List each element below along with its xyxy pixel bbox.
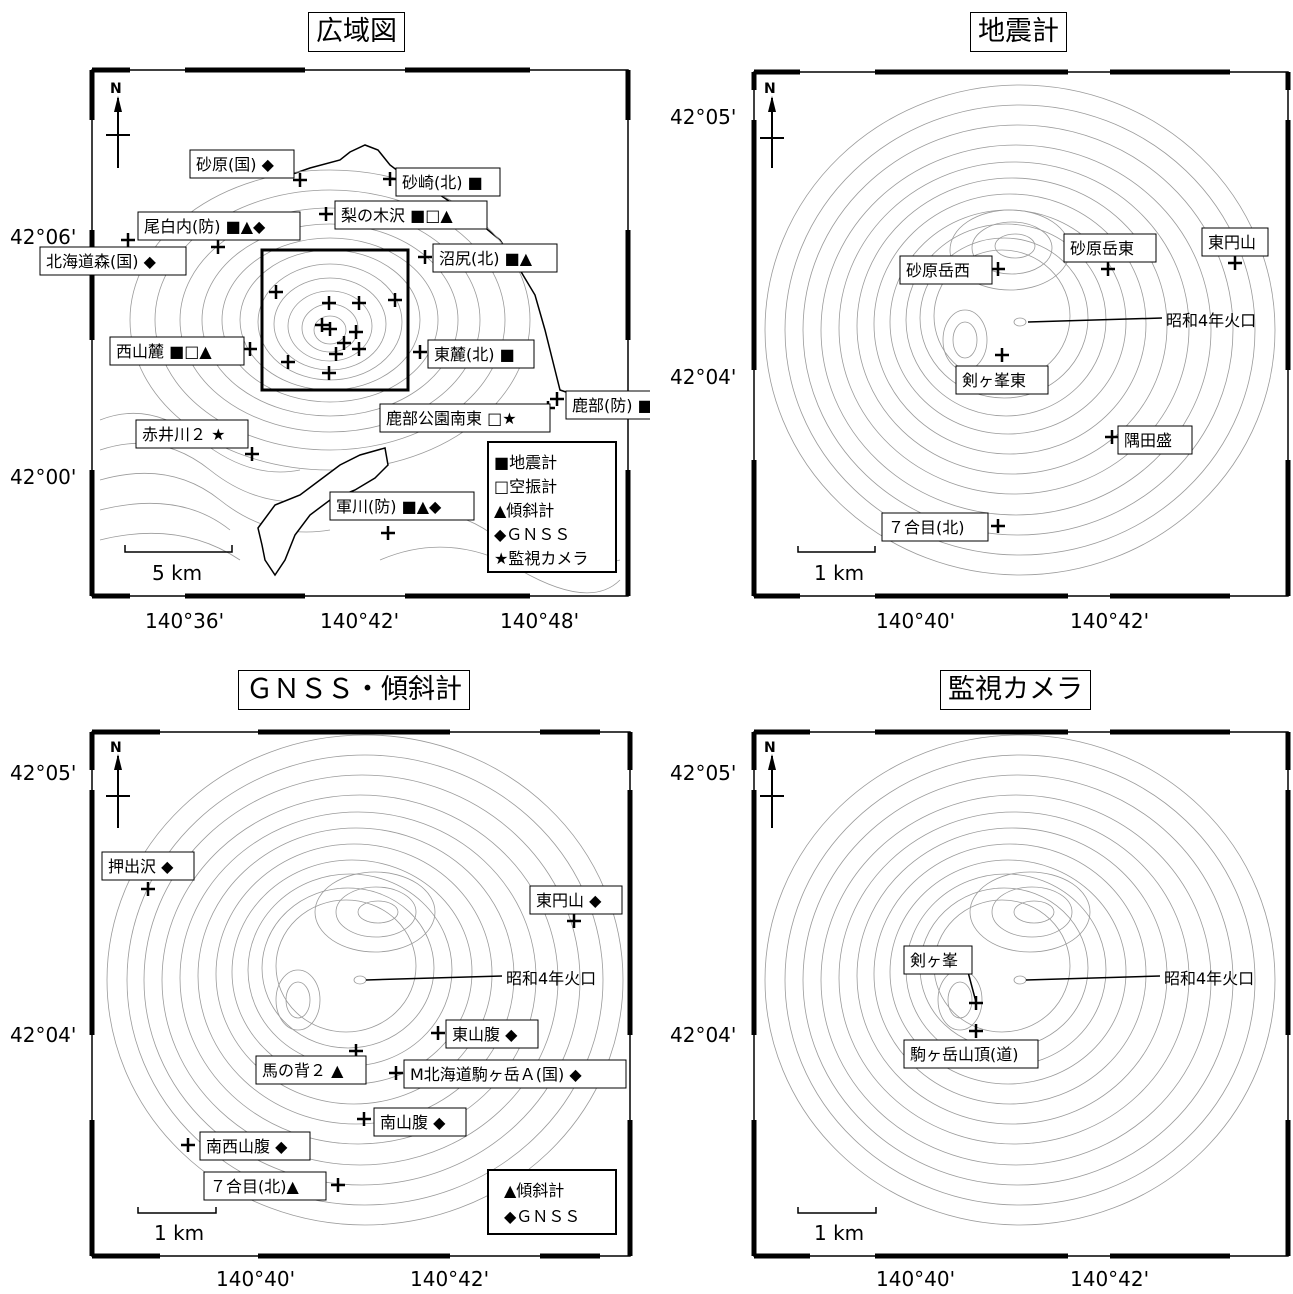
terrain-contours [764,734,1276,1226]
scale-bar-label: 5 km [152,561,202,585]
station-label: 馬の背２ ▲ [262,1061,344,1080]
station-label: 梨の木沢 ■□▲ [341,206,453,225]
lat-label: 42°04' [10,1023,76,1047]
crater-label: 昭和4年火口 [1166,311,1256,330]
legend: ▲傾斜計 ◆ＧＮＳＳ [487,1169,617,1235]
station-label: 砂崎(北) ■ [402,173,483,192]
legend-item: □空振計 [494,477,557,496]
station-label: 軍川(防) ■▲◆ [336,497,442,516]
crater-label: 昭和4年火口 [506,969,596,988]
map-frame [751,69,1291,599]
station-label: 剣ヶ峯 [910,951,958,970]
station-label: 南西山腹 ◆ [206,1137,288,1156]
lat-label: 42°04' [670,1023,736,1047]
legend-item: ▲傾斜計 [494,501,554,520]
station-label: 剣ヶ峯東 [962,371,1026,390]
camera-leader-line [967,971,977,1003]
lon-label: 140°40' [216,1267,295,1291]
station-label: 東円山 ◆ [536,891,602,910]
scale-bar-label: 1 km [814,1221,864,1245]
lon-label: 140°36' [145,609,224,633]
legend-item: ■地震計 [494,453,557,472]
station-label: 砂原(国) ◆ [196,155,275,174]
scale-bar: 1 km [797,546,876,585]
station-markers [969,996,983,1038]
scale-bar-label: 1 km [814,561,864,585]
lon-label: 140°42' [1070,609,1149,633]
north-label: N [110,740,122,756]
lon-label: 140°42' [410,1267,489,1291]
crater-leader-line [365,975,503,981]
station-label: 押出沢 ◆ [108,857,174,876]
station-label: 西山麓 ■□▲ [116,342,212,361]
legend-item: ◆ＧＮＳＳ [504,1207,580,1226]
station-label: ７合目(北) [888,518,965,537]
north-label: N [110,81,122,97]
seismometer-map[interactable]: N 42°05' 42°04' 140°40' 140°42' 1 km 砂原岳… [650,0,1293,650]
scale-bar: 1 km [797,1207,877,1245]
map-frame [89,67,631,599]
lake-onuma [257,447,389,577]
lon-label: 140°42' [320,609,399,633]
station-label: 東円山 [1208,233,1256,252]
station-label: 沼尻(北) ■▲ [439,249,533,268]
lat-label: 42°00' [10,465,76,489]
panel-title-cameras: 監視カメラ [940,670,1091,710]
panel-title-gnss-tiltmeters: ＧＮＳＳ・傾斜計 [238,670,470,710]
lon-label: 140°48' [500,609,579,633]
station-label: 東山腹 ◆ [452,1025,518,1044]
panel-title-seismometers: 地震計 [970,12,1067,52]
legend: ■地震計 □空振計 ▲傾斜計 ◆ＧＮＳＳ ★監視カメラ [487,441,617,573]
detail-extent-box [260,248,410,392]
station-markers [121,172,564,540]
station-label: 駒ヶ岳山頂(道) [910,1045,1019,1064]
station-label: 東麓(北) ■ [434,345,515,364]
map-frame [751,729,1291,1259]
overview-map[interactable]: N 42°06' 42°00' 140°36' 140°42' 140°48' … [0,0,650,650]
lon-label: 140°40' [876,609,955,633]
terrain-contours [764,84,1276,576]
north-arrow-icon: N [106,81,130,168]
station-label: 隅田盛 [1124,431,1172,450]
lat-label: 42°05' [670,761,736,785]
map-frame [89,729,633,1259]
panel-title-overview: 広域図 [308,12,405,52]
crater-label: 昭和4年火口 [1164,969,1254,988]
lon-label: 140°40' [876,1267,955,1291]
crater-leader-line [1025,975,1161,981]
crater-leader-line [1027,317,1163,323]
legend-item: ★監視カメラ [494,549,588,568]
station-label: M北海道駒ヶ岳Ａ(国) ◆ [410,1065,582,1084]
north-arrow-icon: N [106,740,130,828]
station-label: 南山腹 ◆ [380,1113,446,1132]
lat-label: 42°06' [10,225,76,249]
north-arrow-icon: N [760,740,784,828]
terrain-contours [106,734,624,1226]
legend-item: ◆ＧＮＳＳ [494,525,570,544]
scale-bar-label: 1 km [154,1221,204,1245]
north-label: N [764,81,776,97]
scale-bar: 5 km [124,545,233,585]
scale-bar: 1 km [137,1207,217,1245]
station-label: 砂原岳東 [1070,239,1134,258]
station-label: 北海道森(国) ◆ [46,252,157,271]
north-label: N [764,740,776,756]
lat-label: 42°04' [670,365,736,389]
gnss-tiltmeter-map[interactable]: N 42°05' 42°04' 140°40' 140°42' 1 km 押出沢… [0,650,650,1294]
station-label: 砂原岳西 [906,261,970,280]
lat-label: 42°05' [10,761,76,785]
legend-item: ▲傾斜計 [504,1181,564,1200]
station-label: ７合目(北)▲ [210,1177,299,1196]
station-label: 鹿部公園南東 □★ [386,409,517,428]
station-label: 赤井川２ ★ [142,425,225,444]
lon-label: 140°42' [1070,1267,1149,1291]
station-label: 尾白内(防) ■▲◆ [144,217,266,236]
camera-map[interactable]: N 42°05' 42°04' 140°40' 140°42' 1 km 剣ヶ峯… [650,650,1293,1294]
station-markers [141,882,581,1192]
station-markers [991,256,1242,533]
north-arrow-icon: N [760,81,784,168]
station-label: 鹿部(防) ■▲◆ [572,396,650,415]
lat-label: 42°05' [670,105,736,129]
